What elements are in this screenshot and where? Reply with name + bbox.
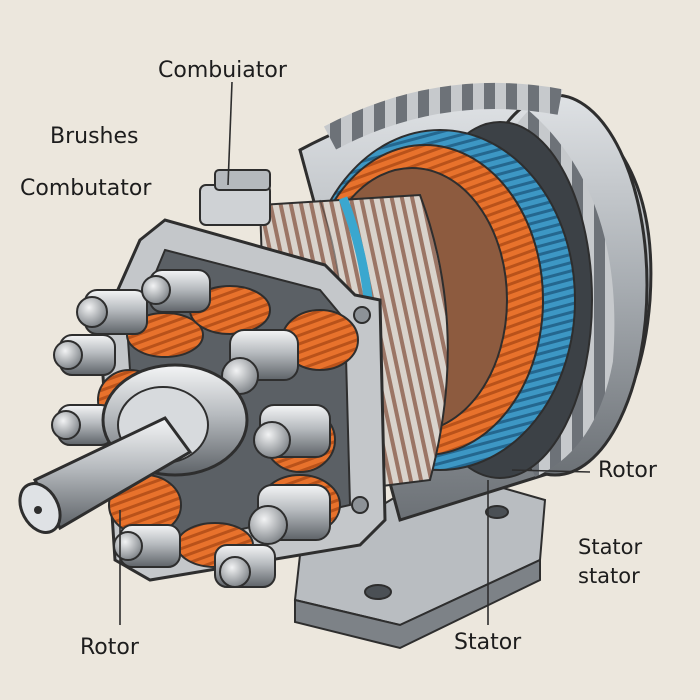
label-stator-upper: Stator [578, 535, 643, 559]
mounting-base [293, 468, 547, 650]
leader-lines [119, 81, 591, 625]
label-stator-bottom: Stator [454, 630, 522, 655]
label-stator-lower: stator [578, 564, 640, 588]
label-rotor-right: Rotor [598, 458, 657, 483]
rotor-shaft [18, 363, 249, 534]
label-brushes: Brushes [50, 124, 139, 149]
label-rotor-bottom: Rotor [80, 635, 139, 660]
label-commutator-left: Combutator [20, 176, 152, 201]
label-commutator-top: Combuiator [158, 58, 287, 83]
